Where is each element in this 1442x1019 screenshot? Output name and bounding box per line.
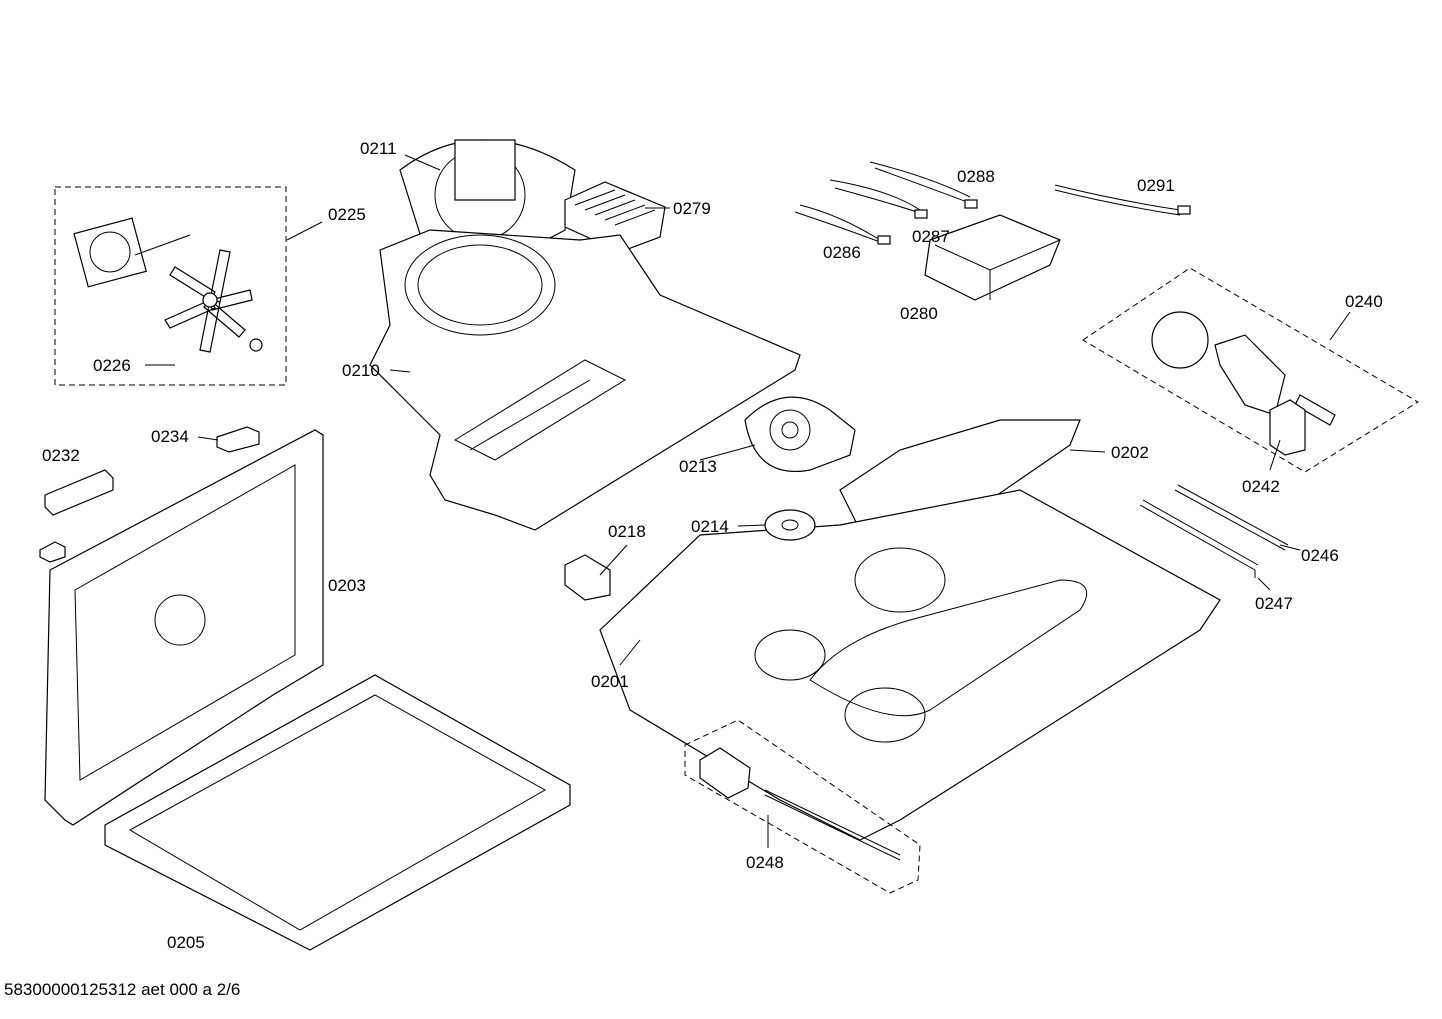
label-0205: 0205 [167,933,205,952]
part-0246-0247-rods [1139,484,1289,578]
part-cables-0286-0287-0288-0291 [794,161,1191,245]
part-0234-clip [216,426,260,453]
group-box-0225 [54,186,287,386]
part-0226-fan-motor [73,217,263,353]
part-0210-air-duct-housing [369,229,801,531]
label-0232: 0232 [42,446,80,465]
label-0247: 0247 [1255,594,1293,613]
label-0211: 0211 [360,139,397,158]
part-0280-module [924,214,1061,301]
label-0240: 0240 [1345,292,1383,311]
part-0213-fan-scroll [744,396,856,472]
part-0248-lock [699,747,901,861]
label-0210: 0210 [342,361,380,380]
label-0226: 0226 [93,356,131,375]
label-0242: 0242 [1242,477,1280,496]
label-0218: 0218 [608,522,646,541]
group-box-0240 [1082,267,1419,473]
part-0240-switch-assembly [1151,311,1336,456]
label-0246: 0246 [1301,546,1339,565]
drawing-number: 58300000125312 aet 000 a 2/6 [4,980,241,999]
label-0291: 0291 [1137,176,1175,195]
label-0234: 0234 [151,427,189,446]
part-0232-terminal-block [44,469,114,516]
part-0232-clip [39,541,66,563]
label-0288: 0288 [957,167,995,186]
label-0225: 0225 [328,205,366,224]
part-0218-bracket [564,554,611,601]
group-box-0248 [684,719,921,894]
part-0214-fan-wheel [764,509,816,541]
label-0287: 0287 [912,227,950,246]
label-0214: 0214 [691,517,729,536]
leader-lines [145,154,1351,848]
label-0203: 0203 [328,576,366,595]
label-0280: 0280 [900,304,938,323]
label-0213: 0213 [679,457,717,476]
part-0205-base-frame [104,674,571,951]
part-0211-blower [399,139,576,258]
label-0201: 0201 [591,672,629,691]
part-0203-rear-panel [44,429,324,826]
label-0279: 0279 [673,199,711,218]
label-0286: 0286 [823,243,861,262]
part-0279-filter [564,181,666,253]
label-0202: 0202 [1111,443,1149,462]
part-0201-base-plate [599,489,1221,841]
label-0248: 0248 [746,853,784,872]
